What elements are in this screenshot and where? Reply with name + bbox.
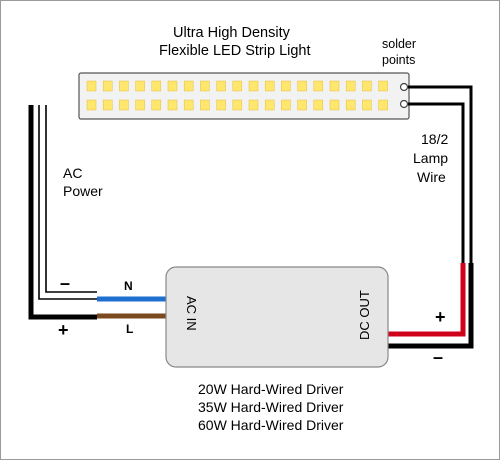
led-chip — [102, 80, 113, 92]
led-chip — [216, 99, 226, 111]
dc-negative-wire — [387, 263, 474, 349]
led-chip — [362, 99, 372, 111]
solder-label-line2: points — [382, 53, 416, 67]
dc-plus-sign: + — [435, 307, 446, 327]
led-chip — [297, 80, 307, 92]
led-chip — [345, 80, 356, 92]
dc-positive-wire — [387, 263, 466, 337]
ac-cord-inner — [38, 105, 97, 300]
led-chip — [183, 99, 194, 111]
led-chip — [216, 80, 226, 92]
led-chip — [329, 80, 340, 92]
ac-in-label: AC IN — [184, 296, 199, 331]
led-chip — [362, 80, 372, 92]
led-chip — [313, 99, 324, 111]
led-chip — [232, 99, 243, 111]
dc-out-label: DC OUT — [357, 290, 372, 340]
led-chip — [378, 99, 388, 111]
led-chip — [119, 99, 129, 111]
dc-minus-sign: – — [433, 347, 444, 367]
ac-cord-outer — [28, 105, 97, 320]
driver-model-20w: 20W Hard-Wired Driver — [198, 381, 344, 397]
solder-label-line1: solder — [382, 37, 417, 51]
led-chip — [281, 99, 291, 111]
solder-point-top — [399, 82, 409, 92]
neutral-label: N — [124, 279, 133, 293]
strip-title-line1: Ultra High Density — [173, 25, 290, 41]
ac-power-label-line1: AC — [63, 165, 83, 181]
led-chip — [313, 80, 324, 92]
lamp-wire-negative — [408, 102, 465, 263]
led-chip — [248, 99, 259, 111]
ac-plus-sign: + — [58, 320, 69, 340]
led-chip — [86, 80, 97, 92]
led-chip — [135, 80, 145, 92]
lamp-wire-positive — [408, 85, 473, 263]
led-chip-grid — [86, 80, 388, 111]
led-chip — [297, 99, 307, 111]
driver-model-35w: 35W Hard-Wired Driver — [198, 399, 344, 415]
driver-box — [165, 266, 389, 368]
led-chip — [329, 99, 340, 111]
led-chip — [264, 99, 275, 111]
lamp-wire-label-line3: Wire — [417, 169, 446, 185]
led-chip — [151, 99, 162, 111]
ac-minus-sign: – — [60, 273, 71, 293]
led-chip — [135, 99, 145, 111]
led-chip — [281, 80, 291, 92]
led-chip — [232, 80, 243, 92]
ac-power-label-line2: Power — [63, 183, 103, 199]
led-chip — [183, 80, 194, 92]
driver-model-60w: 60W Hard-Wired Driver — [198, 417, 344, 433]
strip-title-line2: Flexible LED Strip Light — [159, 43, 311, 59]
led-chip — [119, 80, 129, 92]
led-chip — [200, 80, 210, 92]
led-chip — [102, 99, 113, 111]
solder-point-bottom — [399, 99, 409, 109]
lamp-wire-label-line1: 18/2 — [421, 131, 449, 147]
lamp-wire-label-line2: Lamp — [413, 150, 449, 166]
led-chip — [200, 99, 210, 111]
led-chip — [167, 99, 178, 111]
led-chip — [86, 99, 97, 111]
line-label: L — [126, 322, 134, 336]
led-chip — [264, 80, 275, 92]
led-strip — [78, 72, 410, 120]
led-chip — [248, 80, 259, 92]
led-chip — [167, 80, 178, 92]
led-chip — [151, 80, 162, 92]
ac-cord-inner-2 — [45, 105, 97, 293]
led-chip — [378, 80, 388, 92]
led-chip — [345, 99, 356, 111]
